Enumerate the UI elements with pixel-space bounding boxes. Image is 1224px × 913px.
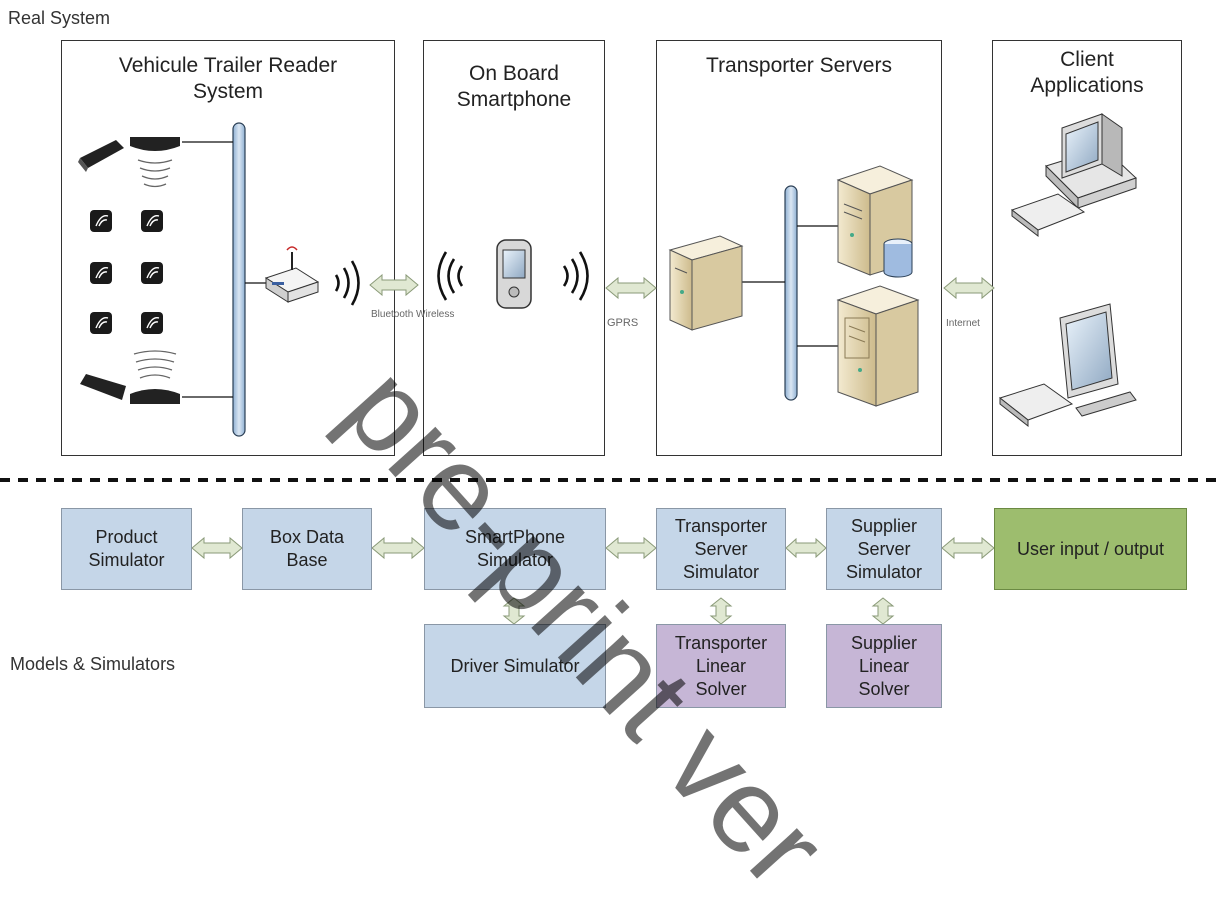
arrow-product-boxdb [191,536,243,560]
box-database-box: Box Data Base [242,508,372,590]
driver-simulator-box: Driver Simulator [424,624,606,708]
internet-link-label: Internet [946,318,980,329]
product-simulator-box: Product Simulator [61,508,192,590]
antenna-icon [130,137,180,188]
reader-system-title: Vehicule Trailer Reader System [118,54,338,103]
arrow-transporter-supplier [785,537,827,559]
rfid-tag-icon [141,312,163,334]
mainframe-server-icon [836,285,920,407]
rfid-tag-icon [90,210,112,232]
router-icon [264,246,320,303]
arrow-supplier-userio [941,536,995,560]
antenna-icon [78,140,124,172]
supplier-linear-solver-box: Supplier Linear Solver [826,624,942,708]
bluetooth-link-label: Bluetooth Wireless [371,309,455,320]
reader-bus [232,122,246,437]
server-bus [784,185,798,401]
gprs-link-label: GPRS [607,317,639,329]
transporter-servers-title: Transporter Servers [706,54,892,77]
real-system-label: Real System [8,8,111,28]
database-server-icon [836,165,914,278]
diagram-graphics [0,113,1224,625]
rfid-tag-icon [141,262,163,284]
smartphone-title: On Board Smartphone [456,62,572,111]
antenna-icon [80,374,126,400]
wireless-waves-icon [437,251,464,301]
server-icon [668,235,744,331]
rfid-tag-icon [141,210,163,232]
user-input-output-box: User input / output [994,508,1187,590]
models-simulators-label: Models & Simulators [10,654,176,674]
flat-monitor-icon [998,303,1137,428]
antenna-icon [130,350,180,404]
supplier-server-simulator-box: Supplier Server Simulator [826,508,942,590]
rfid-tag-icon [90,262,112,284]
transporter-server-simulator-box: Transporter Server Simulator [656,508,786,590]
rfid-tag-icon [90,312,112,334]
arrow-transporter-solver [709,597,733,625]
smartphone-icon [496,239,532,309]
bluetooth-link-arrow [369,273,419,297]
smartphone-simulator-box: SmartPhone Simulator [424,508,606,590]
wireless-waves-icon [562,251,589,301]
internet-link-arrow [943,276,995,300]
client-applications-title: Client Applications [1030,48,1144,97]
desktop-computer-icon [1010,113,1137,238]
arrow-supplier-solver [871,597,895,625]
wireless-waves-icon [334,260,360,306]
gprs-link-arrow [605,276,657,300]
